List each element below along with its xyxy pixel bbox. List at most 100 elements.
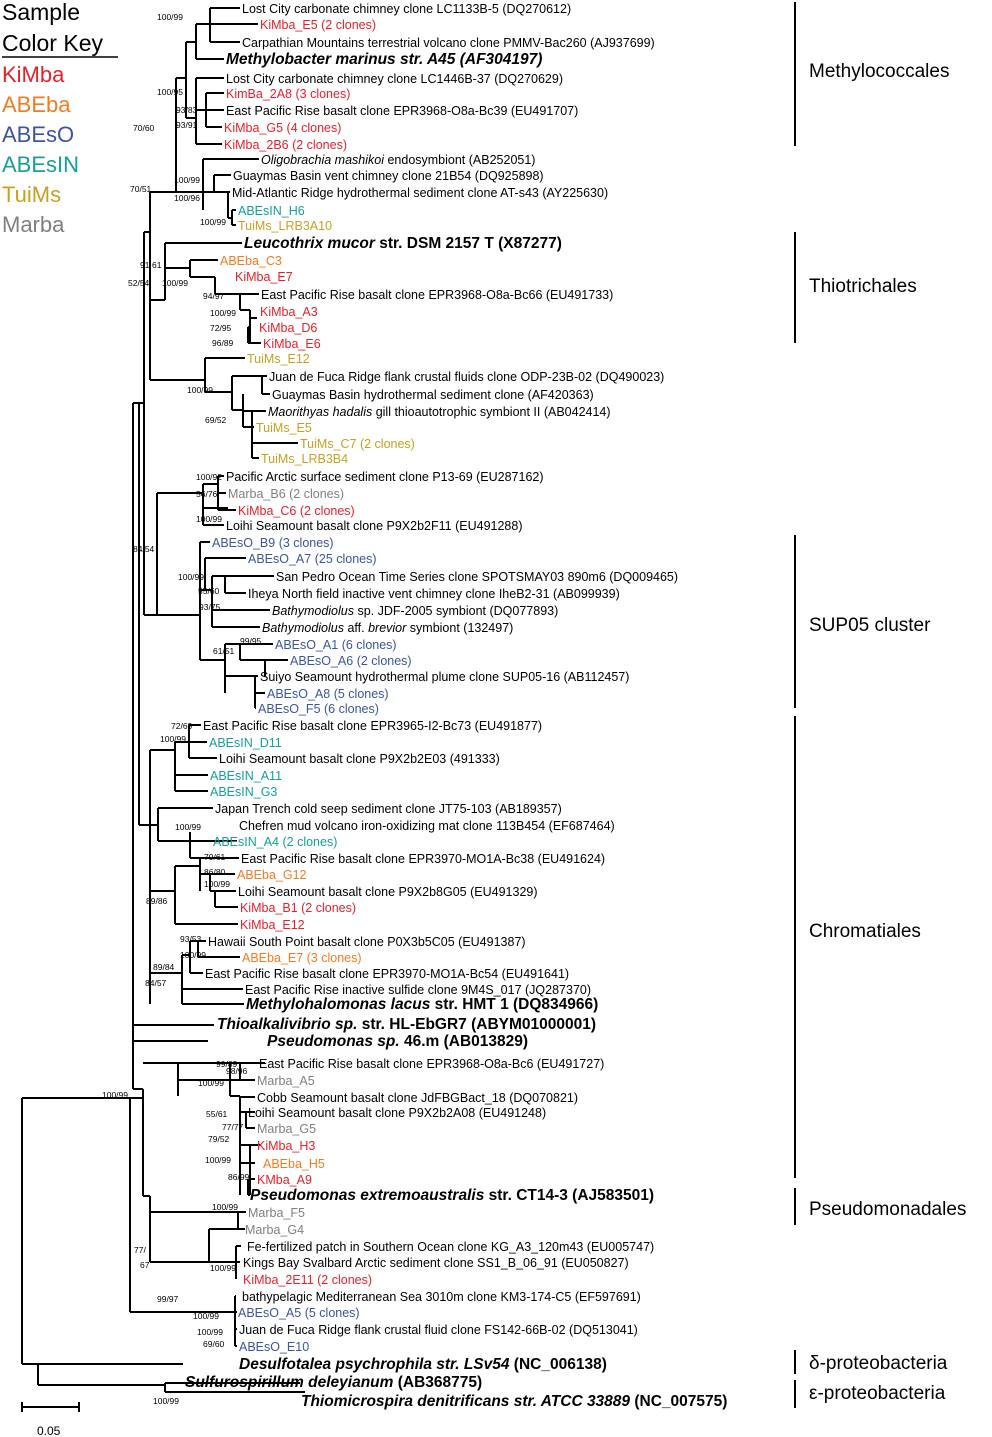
- branch: [176, 158, 259, 226]
- clade-label: Pseudomonadales: [809, 1199, 966, 1220]
- branch: [139, 192, 165, 616]
- leaf-label: Hawaii South Point basalt clone P0X3b5C0…: [208, 935, 526, 949]
- bootstrap-value: 100/99: [205, 1155, 231, 1165]
- bootstrap-value: 99/95: [240, 636, 262, 646]
- bootstrap-value: 99/89: [216, 1059, 238, 1069]
- bootstrap-value: 100/99: [180, 950, 206, 960]
- bootstrap-value: 100/99: [162, 278, 188, 288]
- leaf-label: TuiMs_C7 (2 clones): [300, 437, 415, 451]
- leaf-label: ABEsO_A6 (2 clones): [290, 654, 412, 668]
- leaf-label: ABEsO_A7 (25 clones): [248, 552, 377, 566]
- leaf-label: ABEsO_E10: [239, 1340, 309, 1354]
- leaf-label: KiMba_2E11 (2 clones): [243, 1273, 372, 1287]
- leaf-label: Sulfurospirillum deleyianum (AB368775): [185, 1374, 482, 1391]
- branch: [150, 807, 237, 859]
- leaf-label: Thiomicrospira denitrificans str. ATCC 3…: [301, 1393, 727, 1410]
- bootstrap-value: 77/77: [222, 1122, 244, 1132]
- leaf-label: Kings Bay Svalbard Arctic sediment clone…: [243, 1256, 629, 1270]
- clade-label: δ-proteobacteria: [809, 1353, 948, 1374]
- branch: [150, 78, 177, 193]
- bootstrap-value: 100/99: [196, 514, 222, 524]
- tree-branches: [21, 7, 305, 1393]
- leaf-label: Carpathian Mountains terrestrial volcano…: [242, 36, 655, 50]
- leaf-label: Guaymas Basin vent chimney clone 21B54 (…: [233, 169, 544, 183]
- leaf-label: East Pacific Rise basalt clone EPR3968-O…: [226, 104, 578, 118]
- leaf-label: Methylohalomonas lacus str. HMT 1 (DQ834…: [246, 996, 598, 1013]
- clade-label: Thiotrichales: [809, 276, 917, 297]
- bootstrap-value: 100/99: [200, 217, 226, 227]
- leaf-label: Chefren mud volcano iron-oxidizing mat c…: [239, 819, 615, 833]
- leaf-label: San Pedro Ocean Time Series clone SPOTSM…: [276, 570, 678, 584]
- branch: [204, 357, 298, 459]
- bootstrap-value: 86/99: [228, 1172, 250, 1182]
- leaf-label: Thioalkalivibrio sp. str. HL-EbGR7 (ABYM…: [217, 1016, 596, 1033]
- scale-bar: 0.05: [21, 1402, 80, 1437]
- bootstrap-value: 61/51: [213, 646, 235, 656]
- leaf-label: Loihi Seamount basalt clone P9X2b2E03 (4…: [219, 752, 500, 766]
- key-item-abesin: ABEsIN: [2, 152, 79, 177]
- branch: [149, 242, 261, 381]
- bootstrap-value: 70/60: [133, 123, 155, 133]
- tree-leaves: Lost City carbonate chimney clone LC1133…: [185, 2, 727, 1410]
- key-item-marba: Marba: [2, 212, 65, 237]
- leaf-label: Marba_A5: [257, 1074, 315, 1088]
- leaf-label: Cobb Seamount basalt clone JdFBGBact_18 …: [257, 1091, 578, 1105]
- bootstrap-value: 100/99: [212, 1202, 238, 1212]
- branch: [157, 541, 288, 709]
- leaf-label: ABEsO_A5 (5 clones): [238, 1306, 360, 1320]
- color-key: Sample Color Key KiMbaABEbaABEsOABEsINTu…: [2, 0, 118, 237]
- branch: [150, 940, 244, 1005]
- leaf-label: Marba_B6 (2 clones): [228, 487, 344, 501]
- leaf-label: Japan Trench cold seep sediment clone JT…: [215, 802, 562, 816]
- bootstrap-value: 100/99: [157, 12, 183, 22]
- leaf-label: TuiMs_LRB3B4: [261, 452, 348, 466]
- leaf-label: ABEsIN_G3: [210, 785, 277, 799]
- bootstrap-value: 69/60: [203, 1339, 225, 1349]
- leaf-label: KiMba_G5 (4 clones): [224, 121, 341, 135]
- leaf-label: ABEsIN_A11: [210, 769, 282, 783]
- leaf-label: ABEsIN_H6: [238, 204, 305, 218]
- bootstrap-value: 100/96: [174, 193, 200, 203]
- leaf-label: ABEsO_A1 (6 clones): [275, 638, 397, 652]
- leaf-label: Loihi Seamount basalt clone P9X2b8G05 (E…: [238, 885, 538, 899]
- branch: [21, 1097, 305, 1393]
- leaf-label: Marba_G4: [245, 1223, 304, 1237]
- bootstrap-value: 79/52: [208, 1134, 230, 1144]
- bootstrap-value: 89/84: [153, 962, 175, 972]
- leaf-label: KiMba_E5 (2 clones): [260, 18, 376, 32]
- branch: [150, 857, 239, 925]
- leaf-label: ABEba_C3: [220, 254, 282, 268]
- bootstrap-value: 100/99: [178, 572, 204, 582]
- bootstrap-value: 100/99: [175, 822, 201, 832]
- leaf-label: East Pacific Rise basalt clone EPR3970-M…: [241, 852, 605, 866]
- bootstrap-value: 100/99: [187, 385, 213, 395]
- bootstrap-value: 70/51: [130, 184, 152, 194]
- key-item-tuims: TuiMs: [2, 182, 61, 207]
- leaf-label: bathypelagic Mediterranean Sea 3010m clo…: [242, 1290, 641, 1304]
- leaf-label: ABEsO_A8 (5 clones): [267, 687, 389, 701]
- leaf-label: ABEba_E7 (3 clones): [242, 951, 362, 965]
- bootstrap-value: 67: [140, 1260, 150, 1270]
- bootstrap-value: 100/99: [174, 175, 200, 185]
- bootstrap-value: 93/53: [180, 934, 202, 944]
- leaf-label: East Pacific Rise basalt clone EPR3968-O…: [259, 1057, 604, 1071]
- bootstrap-value: 91: [140, 260, 150, 270]
- bootstrap-value: 79/61: [204, 852, 226, 862]
- bootstrap-value: 55/61: [206, 1109, 228, 1119]
- leaf-label: Juan de Fuca Ridge flank crustal fluid c…: [239, 1323, 638, 1337]
- leaf-label: KMba_A9: [257, 1173, 312, 1187]
- leaf-label: TuiMs_E5: [256, 421, 312, 435]
- scale-label: 0.05: [37, 1424, 61, 1437]
- leaf-label: Marba_G5: [257, 1122, 316, 1136]
- leaf-label: Leucothrix mucor str. DSM 2157 T (X87277…: [244, 235, 562, 252]
- branch: [149, 724, 217, 1004]
- bootstrap-value: 55/60: [198, 586, 220, 596]
- bootstrap-value: 100/92: [196, 472, 222, 482]
- leaf-label: Marba_F5: [248, 1206, 305, 1220]
- leaf-label: KiMba_E6: [263, 337, 321, 351]
- leaf-label: Juan de Fuca Ridge flank crustal fluids …: [269, 370, 664, 384]
- branch: [176, 7, 258, 145]
- leaf-label: Iheya North field inactive vent chimney …: [248, 587, 620, 601]
- leaf-label: KiMba_B1 (2 clones): [240, 901, 356, 915]
- leaf-label: East Pacific Rise basalt clone EPR3970-M…: [205, 967, 569, 981]
